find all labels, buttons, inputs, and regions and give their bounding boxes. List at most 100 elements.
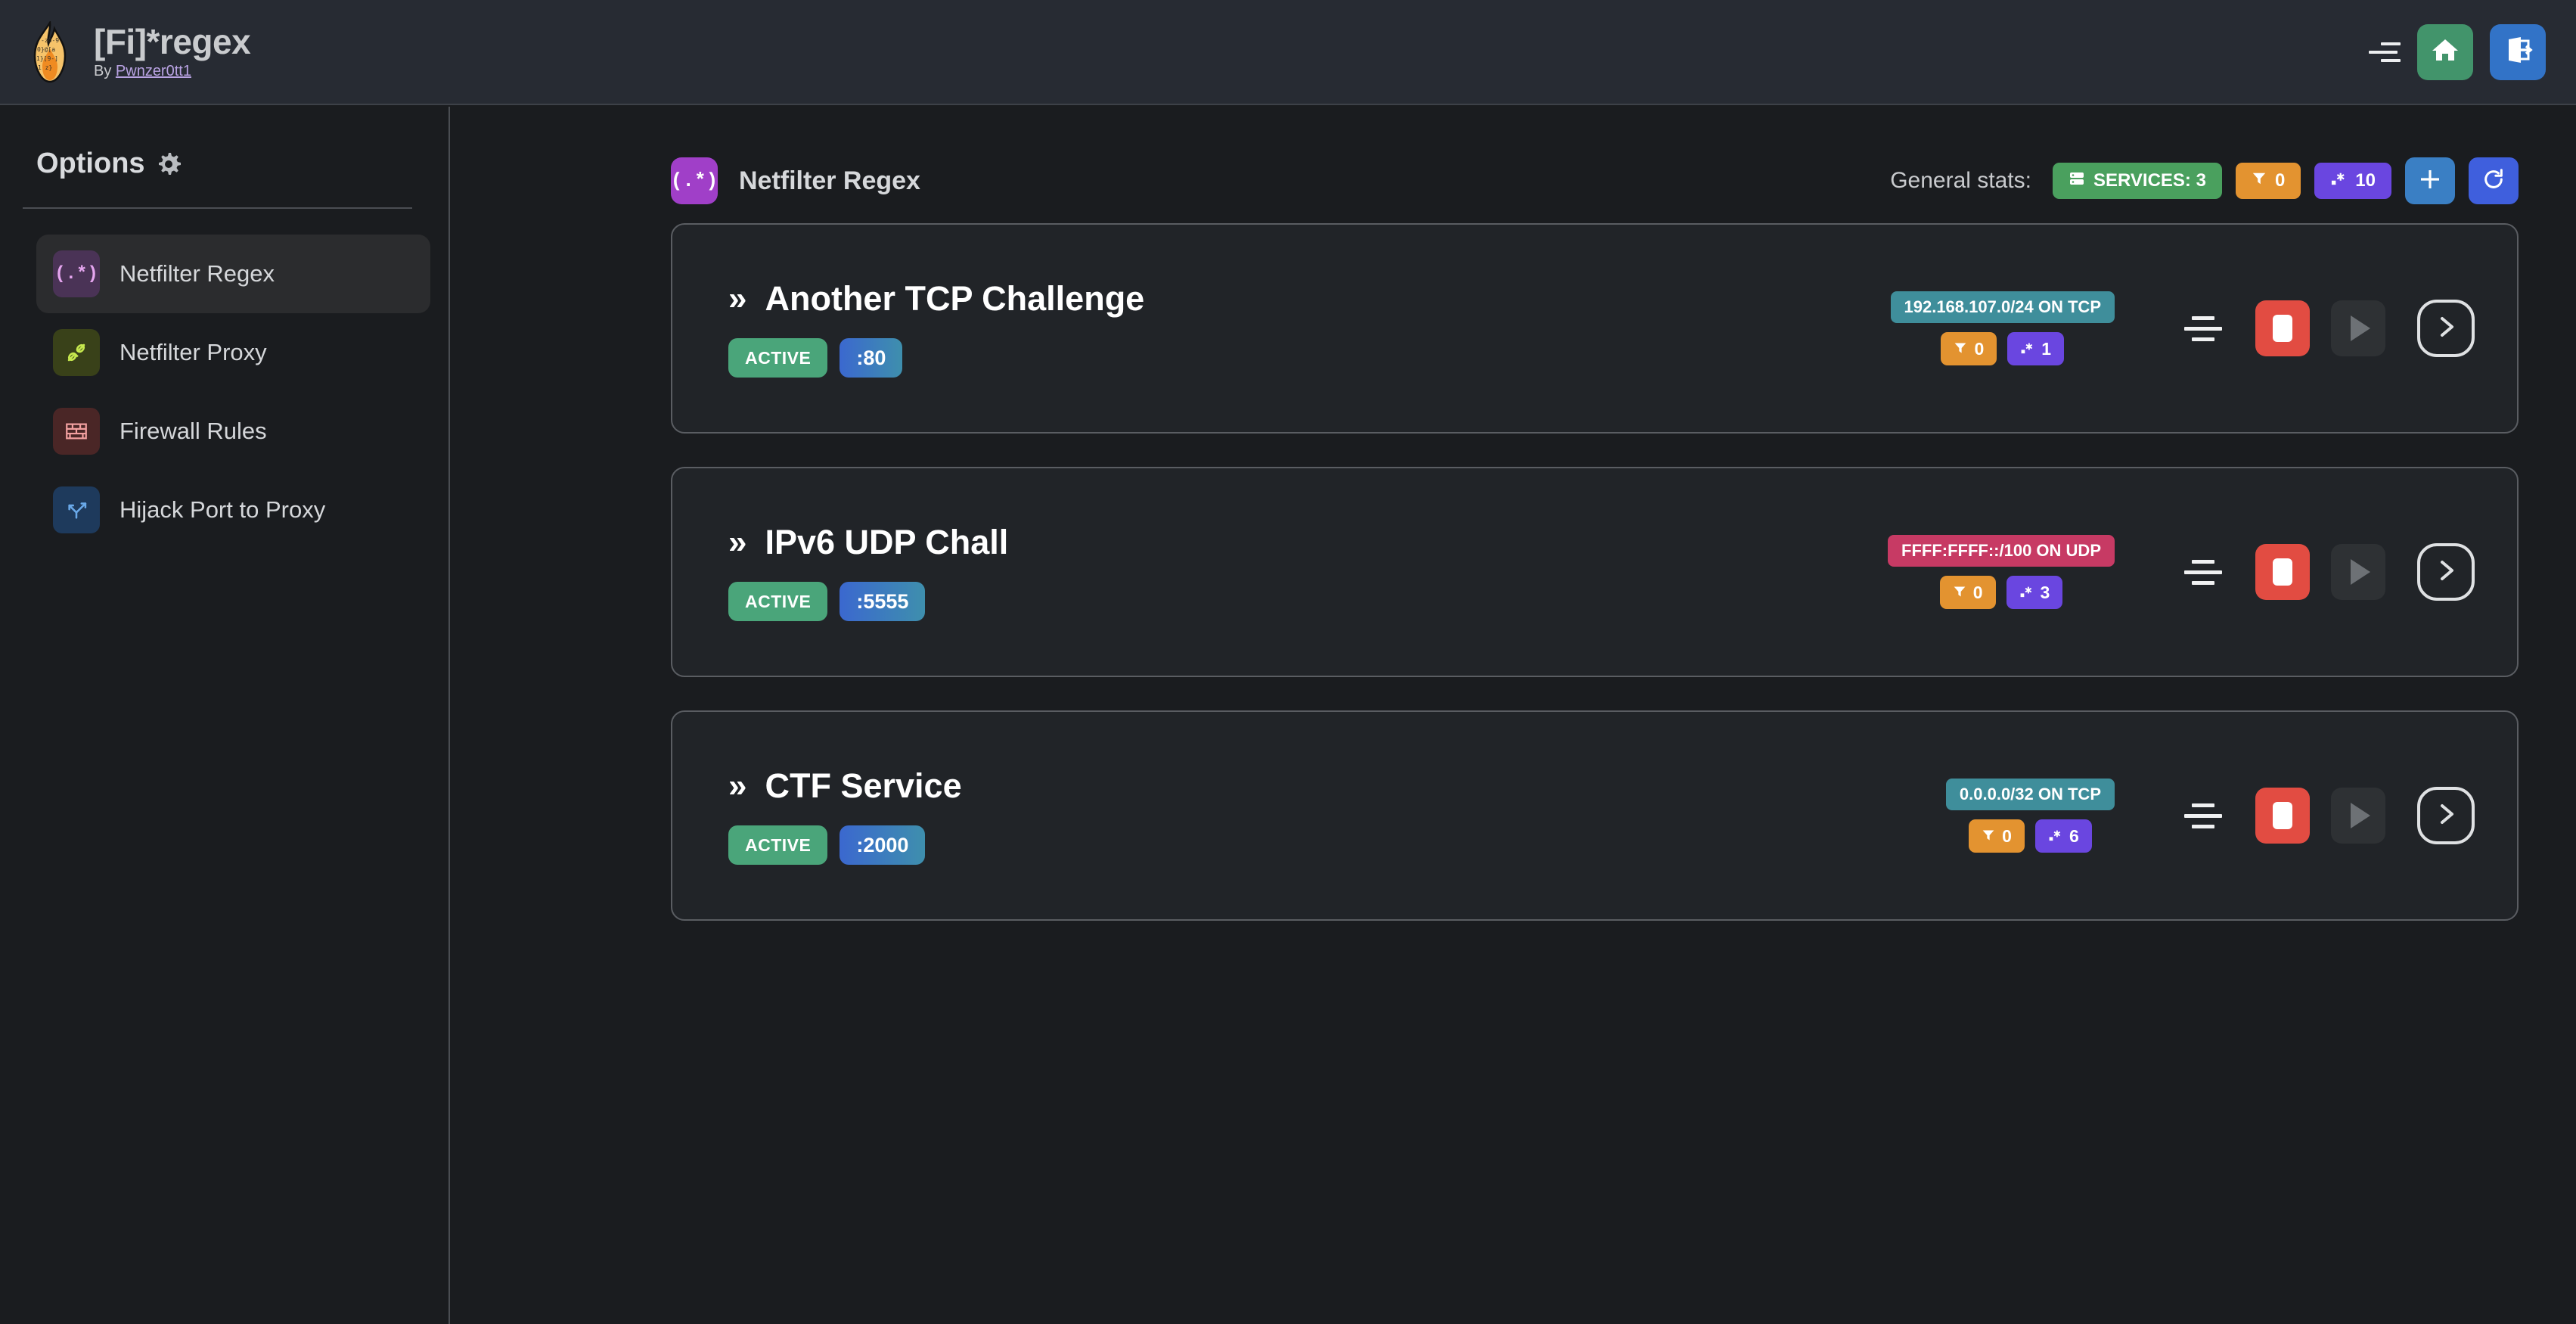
port-badge: :5555 — [840, 582, 926, 621]
drag-handle-icon[interactable] — [2177, 307, 2230, 350]
start-service-button[interactable] — [2331, 788, 2385, 844]
drag-handle-icon[interactable] — [2177, 794, 2230, 837]
sidebar-item-hijack-port-to-proxy[interactable]: Hijack Port to Proxy — [36, 471, 430, 549]
service-actions: 0.0.0.0/32 ON TCP 0 — [1945, 779, 2475, 853]
app-title: [Fi]*regex — [94, 21, 251, 61]
start-service-button[interactable] — [2331, 544, 2385, 600]
service-title-row: » IPv6 UDP Chall — [728, 523, 1008, 562]
service-regexes-count: 3 — [2040, 582, 2050, 602]
service-badges: ACTIVE :5555 — [728, 582, 1008, 621]
plus-icon — [2417, 166, 2443, 196]
svg-text:0}@[a: 0}@[a — [37, 46, 55, 53]
service-details-button[interactable] — [2417, 543, 2475, 601]
main-header: (.*) Netfilter Regex General stats: SERV… — [452, 107, 2576, 213]
service-filters-count: 0 — [1974, 338, 1985, 359]
regex-icon — [2020, 339, 2034, 359]
home-icon — [2430, 35, 2460, 69]
regex-icon: (.*) — [53, 250, 100, 297]
port-badge: :2000 — [840, 825, 926, 865]
svg-text:-z0-9: -z0-9 — [41, 37, 59, 44]
top-bar: -z0-9 0}@[a 1}[9-] 1 z} [Fi]*regex By Pw… — [0, 0, 2576, 105]
service-details-button[interactable] — [2417, 787, 2475, 844]
menu-icon[interactable] — [2366, 36, 2401, 68]
sidebar-item-label: Firewall Rules — [119, 418, 267, 444]
service-card[interactable]: » IPv6 UDP Chall ACTIVE :5555 FFFF:FFFF:… — [671, 467, 2519, 677]
filter-icon — [1953, 583, 1966, 603]
service-info: » CTF Service ACTIVE :2000 — [728, 766, 962, 865]
proxy-icon — [53, 329, 100, 376]
author-link[interactable]: Pwnzer0tt1 — [115, 63, 191, 80]
service-filters-count: 0 — [2002, 825, 2012, 846]
sidebar-heading: Options — [0, 135, 448, 180]
port-badge: :80 — [840, 338, 903, 378]
svg-text:1}[9-]: 1}[9-] — [36, 55, 58, 62]
start-service-button[interactable] — [2331, 300, 2385, 356]
brand: -z0-9 0}@[a 1}[9-] 1 z} [Fi]*regex By Pw… — [0, 19, 251, 83]
drag-handle-icon[interactable] — [2177, 551, 2230, 593]
stop-service-button[interactable] — [2255, 300, 2310, 356]
service-card[interactable]: » CTF Service ACTIVE :2000 0.0.0.0/32 ON… — [671, 710, 2519, 921]
regex-icon — [2048, 826, 2062, 847]
service-list: » Another TCP Challenge ACTIVE :80 192.1… — [452, 213, 2576, 921]
service-filters-count: 0 — [1972, 582, 1983, 602]
service-card[interactable]: » Another TCP Challenge ACTIVE :80 192.1… — [671, 223, 2519, 434]
service-regexes-badge: 3 — [2006, 576, 2063, 609]
service-regexes-count: 6 — [2069, 825, 2079, 846]
status-badge: ACTIVE — [728, 825, 828, 865]
service-info: » IPv6 UDP Chall ACTIVE :5555 — [728, 523, 1008, 621]
regexes-count-label: 10 — [2355, 170, 2376, 191]
general-stats-label: General stats: — [1890, 168, 2031, 193]
page-title: Netfilter Regex — [739, 166, 920, 195]
service-actions: 192.168.107.0/24 ON TCP 0 — [1890, 291, 2475, 365]
double-chevron-icon: » — [728, 280, 747, 317]
service-title: IPv6 UDP Chall — [765, 523, 1009, 561]
filter-icon — [1982, 826, 1995, 847]
service-filters-badge: 0 — [1969, 819, 2025, 853]
sidebar-item-label: Netfilter Regex — [119, 260, 275, 287]
network-badge: 0.0.0.0/32 ON TCP — [1945, 779, 2115, 810]
stop-icon — [2273, 802, 2292, 829]
server-icon — [2069, 170, 2085, 192]
play-icon — [2350, 559, 2370, 585]
sidebar-item-label: Hijack Port to Proxy — [119, 496, 326, 523]
service-network-stats: FFFF:FFFF::/100 ON UDP 0 — [1888, 535, 2115, 609]
regexes-count-badge: 10 — [2314, 163, 2391, 199]
stop-service-button[interactable] — [2255, 788, 2310, 844]
add-service-button[interactable] — [2405, 157, 2455, 204]
sidebar-item-label: Netfilter Proxy — [119, 339, 267, 365]
filters-count-label: 0 — [2274, 170, 2286, 191]
status-badge: ACTIVE — [728, 338, 828, 378]
logout-icon — [2503, 35, 2533, 69]
sidebar-item-netfilter-proxy[interactable]: Netfilter Proxy — [36, 313, 430, 392]
sidebar-nav: (.*) Netfilter Regex Netfilter Proxy — [0, 209, 448, 549]
top-bar-actions — [2366, 23, 2576, 80]
svg-text:1 z}: 1 z} — [38, 64, 52, 71]
service-info: » Another TCP Challenge ACTIVE :80 — [728, 279, 1144, 378]
sidebar-item-netfilter-regex[interactable]: (.*) Netfilter Regex — [36, 235, 430, 313]
sidebar-item-firewall-rules[interactable]: Firewall Rules — [36, 392, 430, 471]
service-regexes-badge: 1 — [2007, 332, 2065, 365]
logout-button[interactable] — [2490, 23, 2546, 80]
play-icon — [2350, 315, 2370, 341]
fork-arrow-icon — [53, 486, 100, 533]
service-title-row: » CTF Service — [728, 766, 962, 806]
gear-icon — [156, 151, 182, 177]
service-title: CTF Service — [765, 766, 962, 805]
stop-service-button[interactable] — [2255, 544, 2310, 600]
refresh-button[interactable] — [2469, 157, 2519, 204]
double-chevron-icon: » — [728, 524, 747, 561]
services-count-label: SERVICES: 3 — [2093, 170, 2206, 191]
sidebar-divider — [23, 207, 412, 209]
network-badge: 192.168.107.0/24 ON TCP — [1890, 291, 2115, 323]
services-count-badge: SERVICES: 3 — [2052, 163, 2222, 199]
chevron-right-icon — [2431, 312, 2461, 346]
home-button[interactable] — [2417, 23, 2473, 80]
service-counts: 0 1 — [1941, 332, 2065, 365]
chevron-right-icon — [2431, 799, 2461, 833]
filter-icon — [1954, 339, 1967, 359]
network-badge: FFFF:FFFF::/100 ON UDP — [1888, 535, 2115, 567]
status-badge: ACTIVE — [728, 582, 828, 621]
service-details-button[interactable] — [2417, 300, 2475, 357]
service-regexes-badge: 6 — [2034, 819, 2092, 853]
filter-icon — [2252, 170, 2267, 191]
